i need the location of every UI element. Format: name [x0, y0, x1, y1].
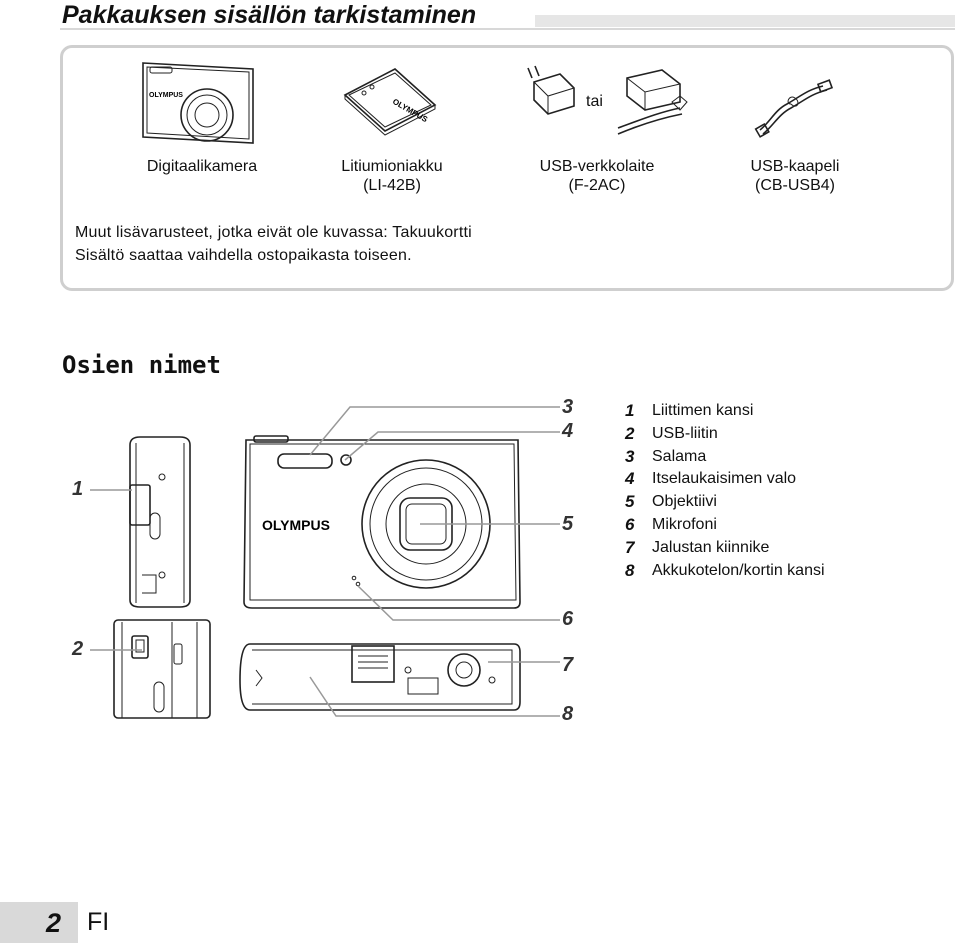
legend-num: 3 [625, 446, 635, 466]
item-cable: USB-kaapeli (CB-USB4) [715, 157, 875, 195]
item-camera: Digitaalikamera [122, 157, 282, 176]
callout-1: 1 [72, 478, 84, 500]
callout-3: 3 [562, 396, 574, 418]
item-cable-model: (CB-USB4) [754, 177, 835, 194]
callout-5: 5 [562, 513, 574, 535]
title-underline [60, 0, 955, 30]
usb-cable-illustration [754, 79, 834, 138]
contents-vary-note: Sisältö saattaa vaihdella ostopaikasta t… [75, 247, 412, 264]
page-number: 2 [46, 908, 62, 938]
item-adapter: USB-verkkolaite (F-2AC) [517, 157, 677, 195]
callout-2: 2 [72, 638, 84, 660]
callout-7: 7 [562, 654, 574, 676]
camera-bottom-view [239, 643, 521, 711]
legend-label: Itselaukaisimen valo [652, 470, 797, 488]
camera-brand-small: OLYMPUS [149, 92, 183, 99]
item-adapter-name: USB-verkkolaite [539, 158, 655, 175]
item-adapter-model: (F-2AC) [568, 177, 626, 194]
legend-label: USB-liitin [652, 424, 718, 442]
page-tab [0, 902, 78, 943]
legend-num: 8 [625, 560, 635, 580]
legend-label: Mikrofoni [652, 515, 717, 533]
item-battery-name: Litiumioniakku [341, 158, 443, 175]
camera-brand-front: OLYMPUS [262, 517, 330, 533]
camera-illustration: OLYMPUS [142, 62, 254, 144]
callout-6: 6 [562, 608, 574, 630]
parts-legend: 1 Liittimen kansi 2 USB-liitin 3 Salama 4 It… [625, 400, 825, 582]
usb-port-detail [113, 619, 211, 719]
item-cable-name: USB-kaapeli [750, 158, 840, 175]
legend-label: Akkukotelon/kortin kansi [652, 561, 825, 579]
item-battery-model: (LI-42B) [363, 177, 421, 194]
callout-8: 8 [562, 703, 574, 725]
legend-item: 1 Liittimen kansi [625, 400, 825, 423]
page-title: Pakkauksen sisällön tarkistaminen [62, 1, 477, 29]
legend-label: Jalustan kiinnike [652, 538, 770, 556]
legend-item: 7 Jalustan kiinnike [625, 537, 825, 560]
legend-item: 2 USB-liitin [625, 423, 825, 446]
legend-num: 1 [625, 401, 635, 420]
legend-item: 3 Salama [625, 446, 825, 469]
legend-item: 8 Akkukotelon/kortin kansi [625, 560, 825, 583]
legend-num: 4 [625, 469, 635, 489]
legend-label: Liittimen kansi [652, 402, 754, 419]
or-label: tai [586, 93, 603, 110]
legend-item: 4 Itselaukaisimen valo [625, 468, 825, 491]
legend-num: 7 [625, 537, 635, 557]
battery-illustration: OLYMPUS [343, 68, 437, 136]
usb-adapter-illustration [527, 65, 688, 135]
callout-4: 4 [562, 420, 574, 442]
legend-item: 6 Mikrofoni [625, 514, 825, 537]
legend-item: 5 Objektiivi [625, 491, 825, 514]
legend-num: 6 [625, 514, 635, 534]
camera-side-view [129, 436, 191, 608]
parts-section-title: Osien nimet [62, 351, 221, 379]
legend-label: Objektiivi [652, 493, 717, 511]
legend-num: 2 [625, 423, 635, 443]
language-code: FI [87, 908, 110, 936]
legend-label: Salama [652, 447, 707, 465]
item-camera-name: Digitaalikamera [146, 158, 258, 175]
package-contents-box [60, 45, 954, 291]
legend-num: 5 [625, 492, 635, 512]
item-battery: Litiumioniakku (LI-42B) [312, 157, 472, 195]
accessories-note: Muut lisävarusteet, jotka eivät ole kuva… [75, 224, 472, 241]
